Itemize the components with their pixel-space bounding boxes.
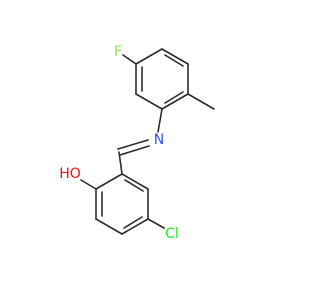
bond bbox=[123, 216, 143, 229]
methyl-bond bbox=[187, 93, 215, 110]
atom-label-hydroxyl: HO bbox=[59, 166, 81, 182]
lower-ring bbox=[95, 173, 149, 235]
bond bbox=[95, 218, 123, 235]
bond bbox=[124, 179, 144, 192]
bond bbox=[95, 173, 123, 190]
upper-ring bbox=[135, 48, 189, 110]
bond bbox=[121, 173, 149, 190]
bond-ring-to-nitrogen bbox=[157, 108, 163, 133]
bond bbox=[118, 151, 123, 175]
imine-bond bbox=[119, 145, 150, 156]
bond bbox=[121, 218, 149, 235]
atom-label-nitrogen: N bbox=[154, 132, 164, 148]
bond-to-chlorine bbox=[147, 218, 165, 229]
bond bbox=[135, 48, 163, 65]
bond-to-fluorine bbox=[122, 54, 137, 65]
atom-label-fluorine: F bbox=[114, 44, 122, 60]
bond bbox=[164, 91, 184, 104]
structure-drawing: F N HO Cl bbox=[59, 44, 215, 242]
bond-to-hydroxyl bbox=[80, 179, 97, 190]
bond bbox=[161, 93, 189, 110]
bond bbox=[161, 48, 189, 65]
bond bbox=[164, 54, 184, 67]
bond bbox=[135, 93, 163, 110]
atom-label-chlorine: Cl bbox=[165, 226, 179, 242]
imine-bond bbox=[117, 139, 149, 150]
molecule-diagram: F N HO Cl bbox=[59, 44, 215, 242]
